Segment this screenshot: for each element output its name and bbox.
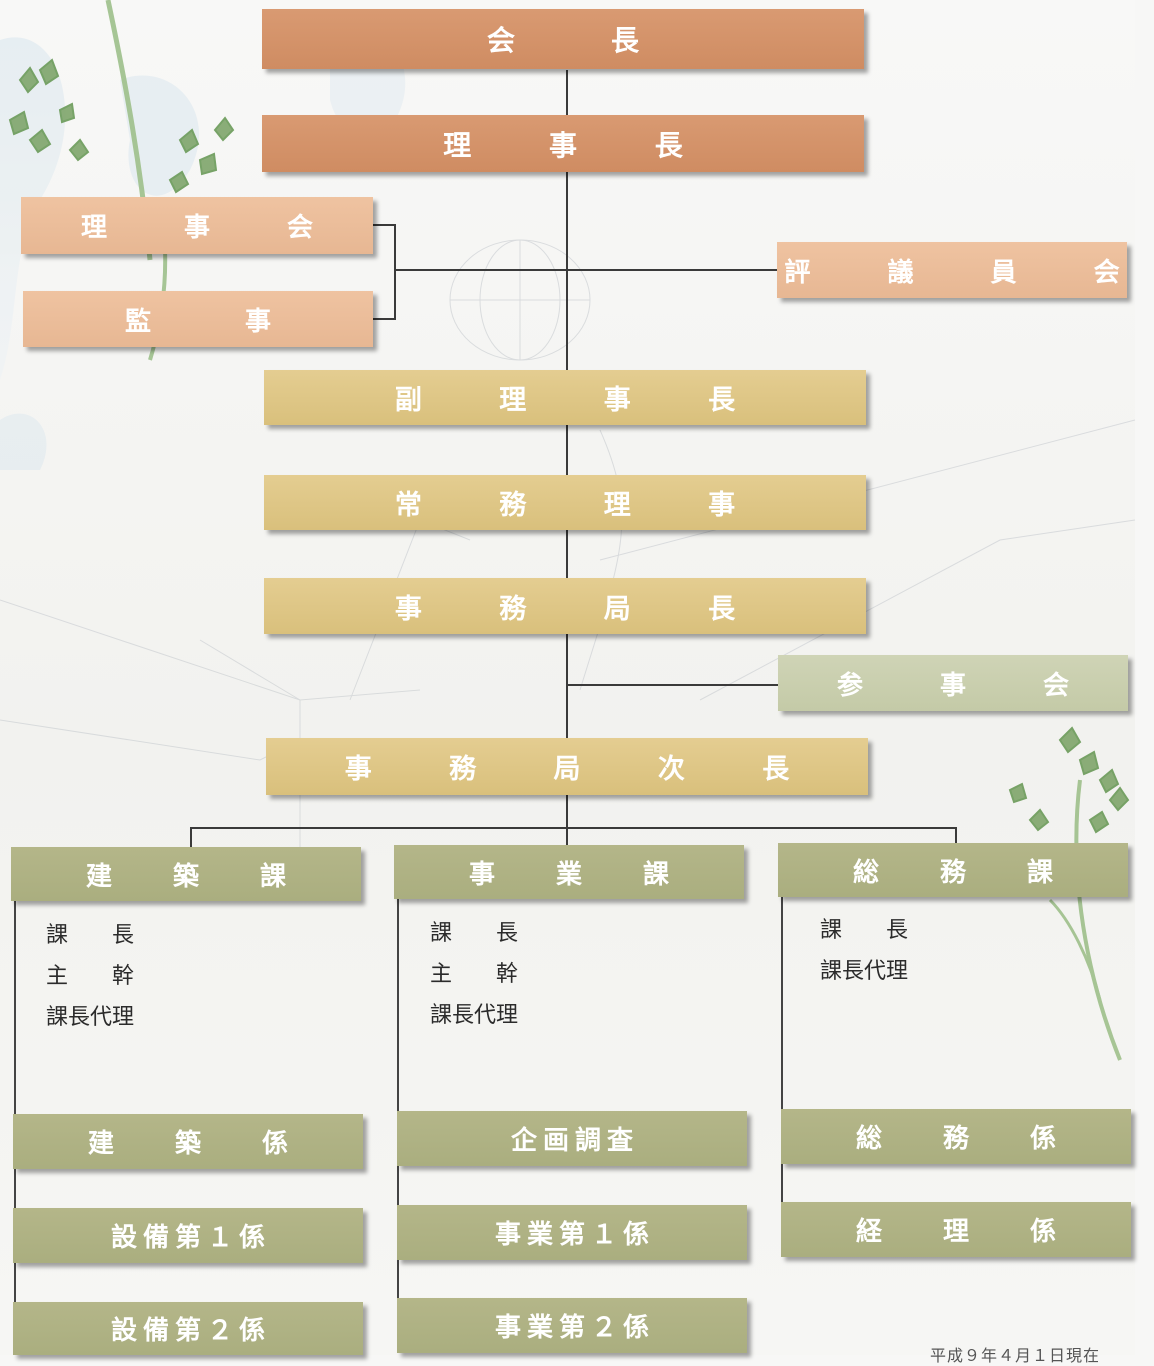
managing-director-label: 常 務 理 事 [394,490,770,521]
council-label: 評 議 員 会 [784,257,1154,288]
section-general-affairs: 総 務 係 [781,1109,1131,1164]
dept3-staff-1: 課長代理 [820,959,909,984]
president-label: 会 長 [486,24,673,57]
dept1-staff-list: 課 長 主 幹 課長代理 [46,915,134,1038]
section-accounting: 経 理 係 [781,1202,1131,1257]
box-auditor: 監 事 [23,291,373,347]
rail-dept3 [781,896,783,1236]
connector-auditor-bracket [373,318,395,320]
chairman-label: 理 事 長 [443,128,717,162]
section-business-2: 事業第２係 [397,1298,747,1353]
connector-dept3 [955,827,957,844]
box-president: 会 長 [262,9,864,69]
dept1-section-0: 建 築 係 [87,1129,315,1159]
dept3-section-1: 経 理 係 [855,1217,1083,1247]
box-council: 評 議 員 会 [777,242,1127,298]
box-board: 理 事 会 [21,197,373,254]
dept1-staff-2: 課長代理 [46,1005,135,1030]
section-architecture: 建 築 係 [13,1114,363,1169]
section-planning: 企画調査 [397,1111,747,1166]
dept1-name: 建 築 課 [85,861,313,892]
section-equipment-1: 設備第１係 [13,1208,363,1263]
dept-header-architecture: 建 築 課 [11,847,361,901]
dept1-staff-1: 主 幹 [46,964,135,989]
dept2-name: 事 業 課 [468,859,696,890]
box-secretary-general: 事 務 局 長 [264,578,866,634]
vice-chairman-label: 副 理 事 長 [394,385,770,416]
dept1-section-2: 設備第２係 [110,1316,271,1346]
box-deputy-secretary: 事 務 局 次 長 [266,738,868,795]
auditor-label: 監 事 [124,306,305,337]
box-vice-chairman: 副 理 事 長 [264,370,866,425]
connector-dept1 [190,827,192,847]
dept3-staff-list: 課 長 課長代理 [820,910,908,992]
connector-president-chairman [566,70,568,116]
connector-secretary-deputy [566,634,568,738]
dept2-staff-list: 課 長 主 幹 課長代理 [430,913,518,1036]
connector-council [395,269,777,271]
connector-dept2 [566,827,568,845]
section-business-1: 事業第１係 [397,1205,747,1260]
connector-managing-secretary [566,530,568,578]
box-managing-director: 常 務 理 事 [264,475,866,530]
dept2-section-2: 事業第２係 [494,1313,655,1343]
dept2-section-1: 事業第１係 [494,1220,655,1250]
box-advisory: 参 事 会 [778,655,1128,711]
connector-bracket-vertical [394,224,396,320]
dept3-staff-0: 課 長 [820,918,909,943]
connector-chairman-vice [566,172,568,370]
dept3-section-0: 総 務 係 [855,1124,1083,1154]
secretary-general-label: 事 務 局 長 [394,593,770,625]
dept1-staff-0: 課 長 [46,923,135,948]
connector-vice-managing [566,425,568,475]
connector-deputy-branch [566,795,568,829]
deputy-secretary-label: 事 務 局 次 長 [344,754,824,785]
dept3-name: 総 務 課 [852,857,1080,888]
dept-header-business: 事 業 課 [394,845,744,899]
box-chairman: 理 事 長 [262,115,864,172]
connector-board-bracket [373,224,395,226]
section-equipment-2: 設備第２係 [13,1302,363,1355]
as-of-date-note: 平成９年４月１日現在 [930,1346,1101,1365]
dept2-section-0: 企画調査 [510,1126,639,1156]
dept2-staff-1: 主 幹 [430,962,519,987]
board-label: 理 事 会 [80,213,348,243]
dept-header-general-affairs: 総 務 課 [778,843,1128,897]
dept2-staff-0: 課 長 [430,921,519,946]
advisory-label: 参 事 会 [836,670,1104,701]
connector-departments-horizontal [190,827,956,829]
dept2-staff-2: 課長代理 [430,1003,519,1028]
dept1-section-1: 設備第１係 [110,1223,271,1253]
connector-advisory [566,684,778,686]
